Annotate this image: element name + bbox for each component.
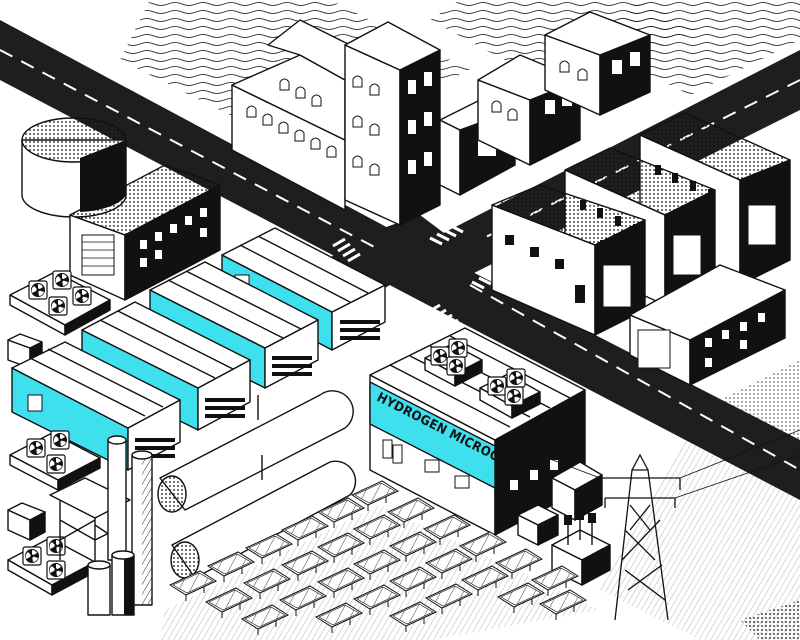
hydrogen-storage-tanks [157,390,357,579]
warehouses-right [491,112,791,386]
fan-icon [46,536,66,556]
fan-icon [448,338,468,358]
fan-icon [48,296,68,316]
rooftop-fan-unit-1 [424,338,483,387]
fan-icon [446,356,466,376]
fan-icon [46,560,66,580]
solar-panel-array [160,480,600,640]
fan-icon [504,386,524,406]
fan-icon [52,270,72,290]
hydrogen-electrolyzer-units [11,227,386,471]
fan-icon [50,430,70,450]
fan-icon [22,546,42,566]
fan-icon [28,280,48,300]
fan-unit-bottom-left [9,430,101,491]
fan-icon [46,454,66,474]
fan-icon [72,286,92,306]
fan-icon [487,376,507,396]
residential-buildings [231,11,651,226]
fan-icon [26,438,46,458]
storage-tank [21,117,127,218]
fan-icon [430,346,450,366]
rooftop-fan-unit-2 [479,368,541,419]
fan-icon [506,368,526,388]
power-transmission-tower [499,429,800,621]
transformer [517,461,611,586]
warehouse-left [69,164,221,301]
vertical-tanks [87,435,153,616]
fan-unit-bottom-left-2 [7,536,96,596]
cooling-fan-unit-top-left [9,270,111,336]
hydrogen-microgrid-building: HYDROGEN MICROGRID [369,327,586,536]
